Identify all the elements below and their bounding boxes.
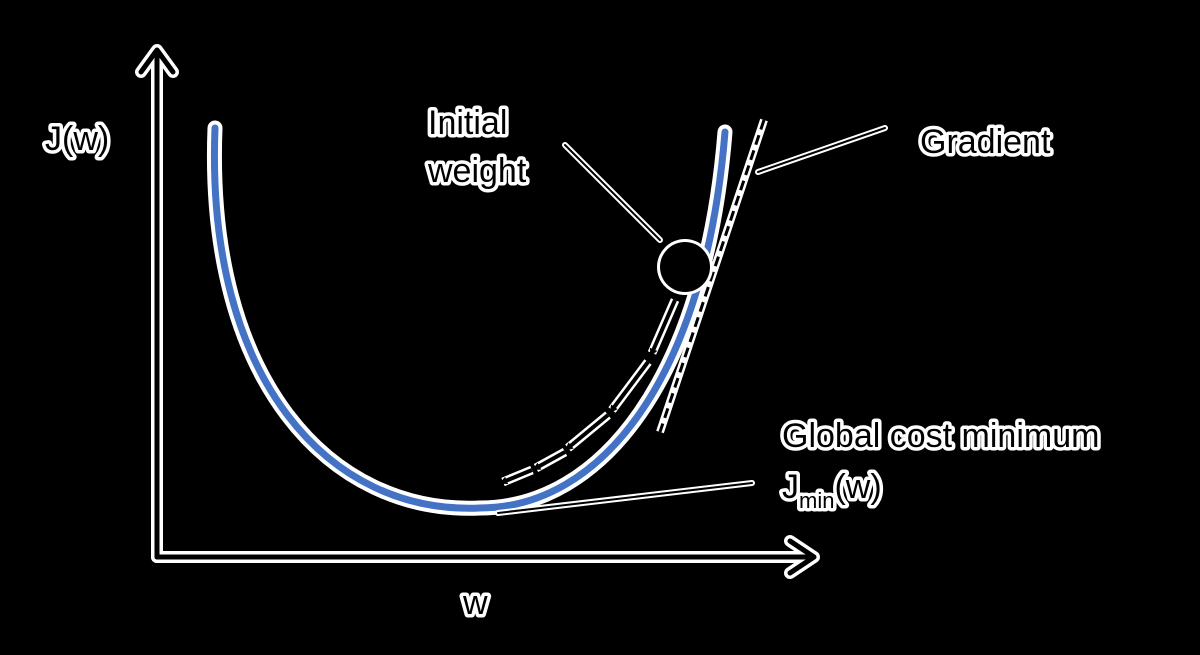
global-min-label: Global cost minimum [782,417,1099,455]
step-arrow [532,450,566,470]
step-arrow [499,468,533,485]
jmin-label: Jmin(w) [782,468,882,513]
cost-curve [206,120,733,516]
jmin-subscript: min [799,488,834,513]
leader-lines [495,125,888,516]
gradient-label: Gradient [920,123,1051,161]
initial-weight-ball [657,239,713,295]
initial-weight-label-line2: weight [427,152,527,190]
axes [135,44,820,579]
descent-steps [499,298,680,487]
tangent-line [656,118,768,434]
jmin-j: J [782,468,799,506]
initial-weight-label-line1: Initial [428,104,507,142]
y-axis-label: J(w) [45,120,109,158]
step-arrow [564,413,610,451]
step-arrow [609,360,650,414]
y-axis-arrow-icon [138,47,176,75]
jmin-w: (w) [834,468,881,506]
x-axis-arrow-icon [787,538,817,576]
step-arrow [649,299,677,357]
x-axis-label: w [462,584,488,622]
